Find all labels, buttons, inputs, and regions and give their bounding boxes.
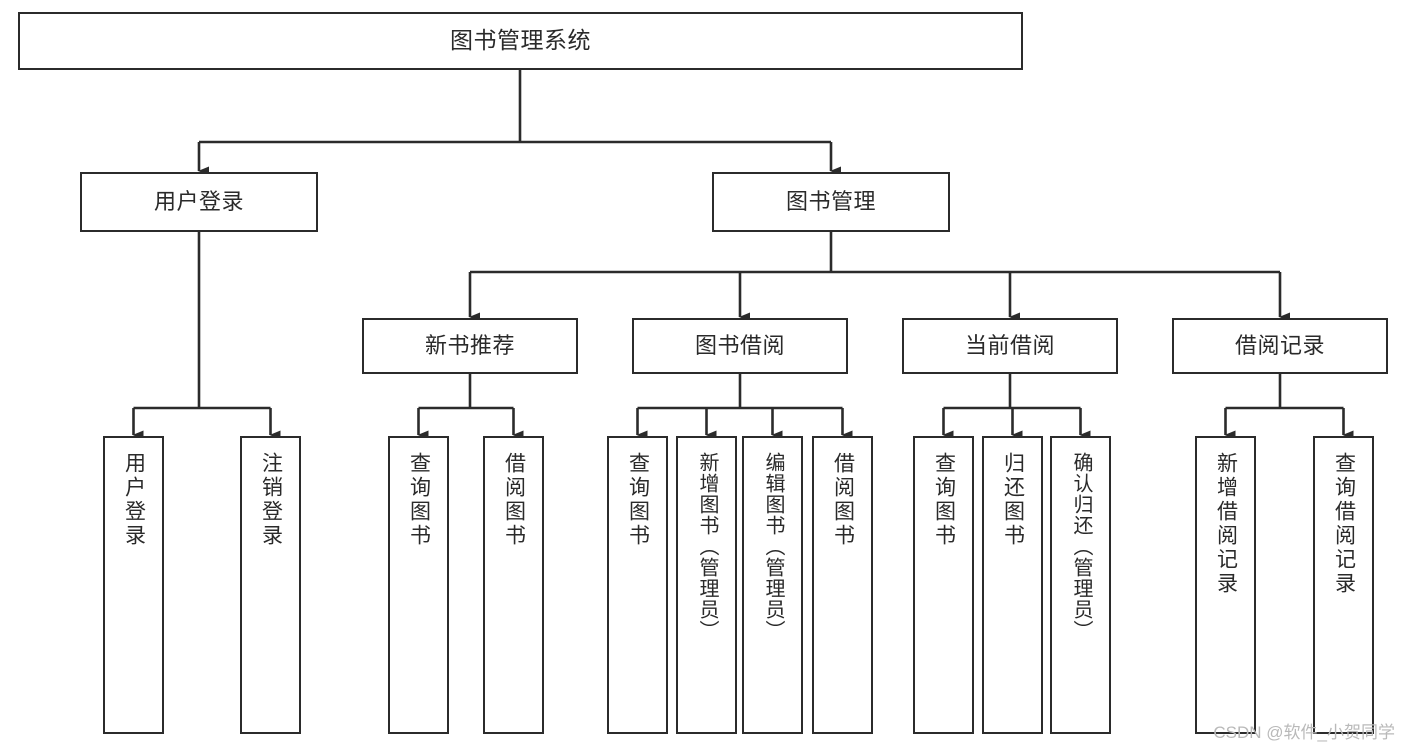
node-label: 用户登录 xyxy=(153,189,244,215)
node-label: 新书推荐 xyxy=(424,333,515,359)
node-label: 新增借阅记录 xyxy=(1214,452,1238,596)
node-label: 图书管理系统 xyxy=(450,27,591,54)
leaf-leaf-return-book[interactable]: 归还图书 xyxy=(982,436,1043,734)
node-label: 用户登录 xyxy=(122,452,146,548)
node-label: 新增图书（管理员） xyxy=(696,452,718,641)
node-current-borrow[interactable]: 当前借阅 xyxy=(902,318,1118,374)
leaf-leaf-add-record[interactable]: 新增借阅记录 xyxy=(1195,436,1256,734)
node-label: 借阅图书 xyxy=(502,452,526,548)
leaf-leaf-logout[interactable]: 注销登录 xyxy=(240,436,301,734)
node-root[interactable]: 图书管理系统 xyxy=(18,12,1023,70)
watermark-label: CSDN @软件_小贺同学 xyxy=(1213,723,1395,742)
node-label: 借阅记录 xyxy=(1234,333,1325,359)
leaf-leaf-query-book-2[interactable]: 查询图书 xyxy=(607,436,668,734)
node-user-login[interactable]: 用户登录 xyxy=(80,172,318,232)
node-label: 注销登录 xyxy=(259,452,283,548)
leaf-leaf-query-record[interactable]: 查询借阅记录 xyxy=(1313,436,1374,734)
leaf-leaf-confirm-return[interactable]: 确认归还（管理员） xyxy=(1050,436,1111,734)
node-label: 查询借阅记录 xyxy=(1332,452,1356,596)
node-label: 当前借阅 xyxy=(964,333,1055,359)
leaf-leaf-borrow-book-1[interactable]: 借阅图书 xyxy=(483,436,544,734)
node-label: 图书管理 xyxy=(785,189,876,215)
leaf-leaf-query-book-3[interactable]: 查询图书 xyxy=(913,436,974,734)
node-label: 编辑图书（管理员） xyxy=(762,452,784,641)
node-book-borrow[interactable]: 图书借阅 xyxy=(632,318,848,374)
node-label: 归还图书 xyxy=(1001,452,1025,548)
node-label: 查询图书 xyxy=(932,452,956,548)
node-label: 图书借阅 xyxy=(694,333,785,359)
connector-paths xyxy=(132,70,1354,440)
node-borrow-record[interactable]: 借阅记录 xyxy=(1172,318,1388,374)
leaf-leaf-user-login[interactable]: 用户登录 xyxy=(103,436,164,734)
leaf-leaf-edit-book[interactable]: 编辑图书（管理员） xyxy=(742,436,803,734)
leaf-leaf-add-book[interactable]: 新增图书（管理员） xyxy=(676,436,737,734)
node-book-manage[interactable]: 图书管理 xyxy=(712,172,950,232)
node-label: 查询图书 xyxy=(407,452,431,548)
node-label: 确认归还（管理员） xyxy=(1070,452,1092,641)
node-label: 查询图书 xyxy=(626,452,650,548)
leaf-leaf-query-book-1[interactable]: 查询图书 xyxy=(388,436,449,734)
node-label: 借阅图书 xyxy=(831,452,855,548)
node-new-book-recommend[interactable]: 新书推荐 xyxy=(362,318,578,374)
leaf-leaf-borrow-book-2[interactable]: 借阅图书 xyxy=(812,436,873,734)
